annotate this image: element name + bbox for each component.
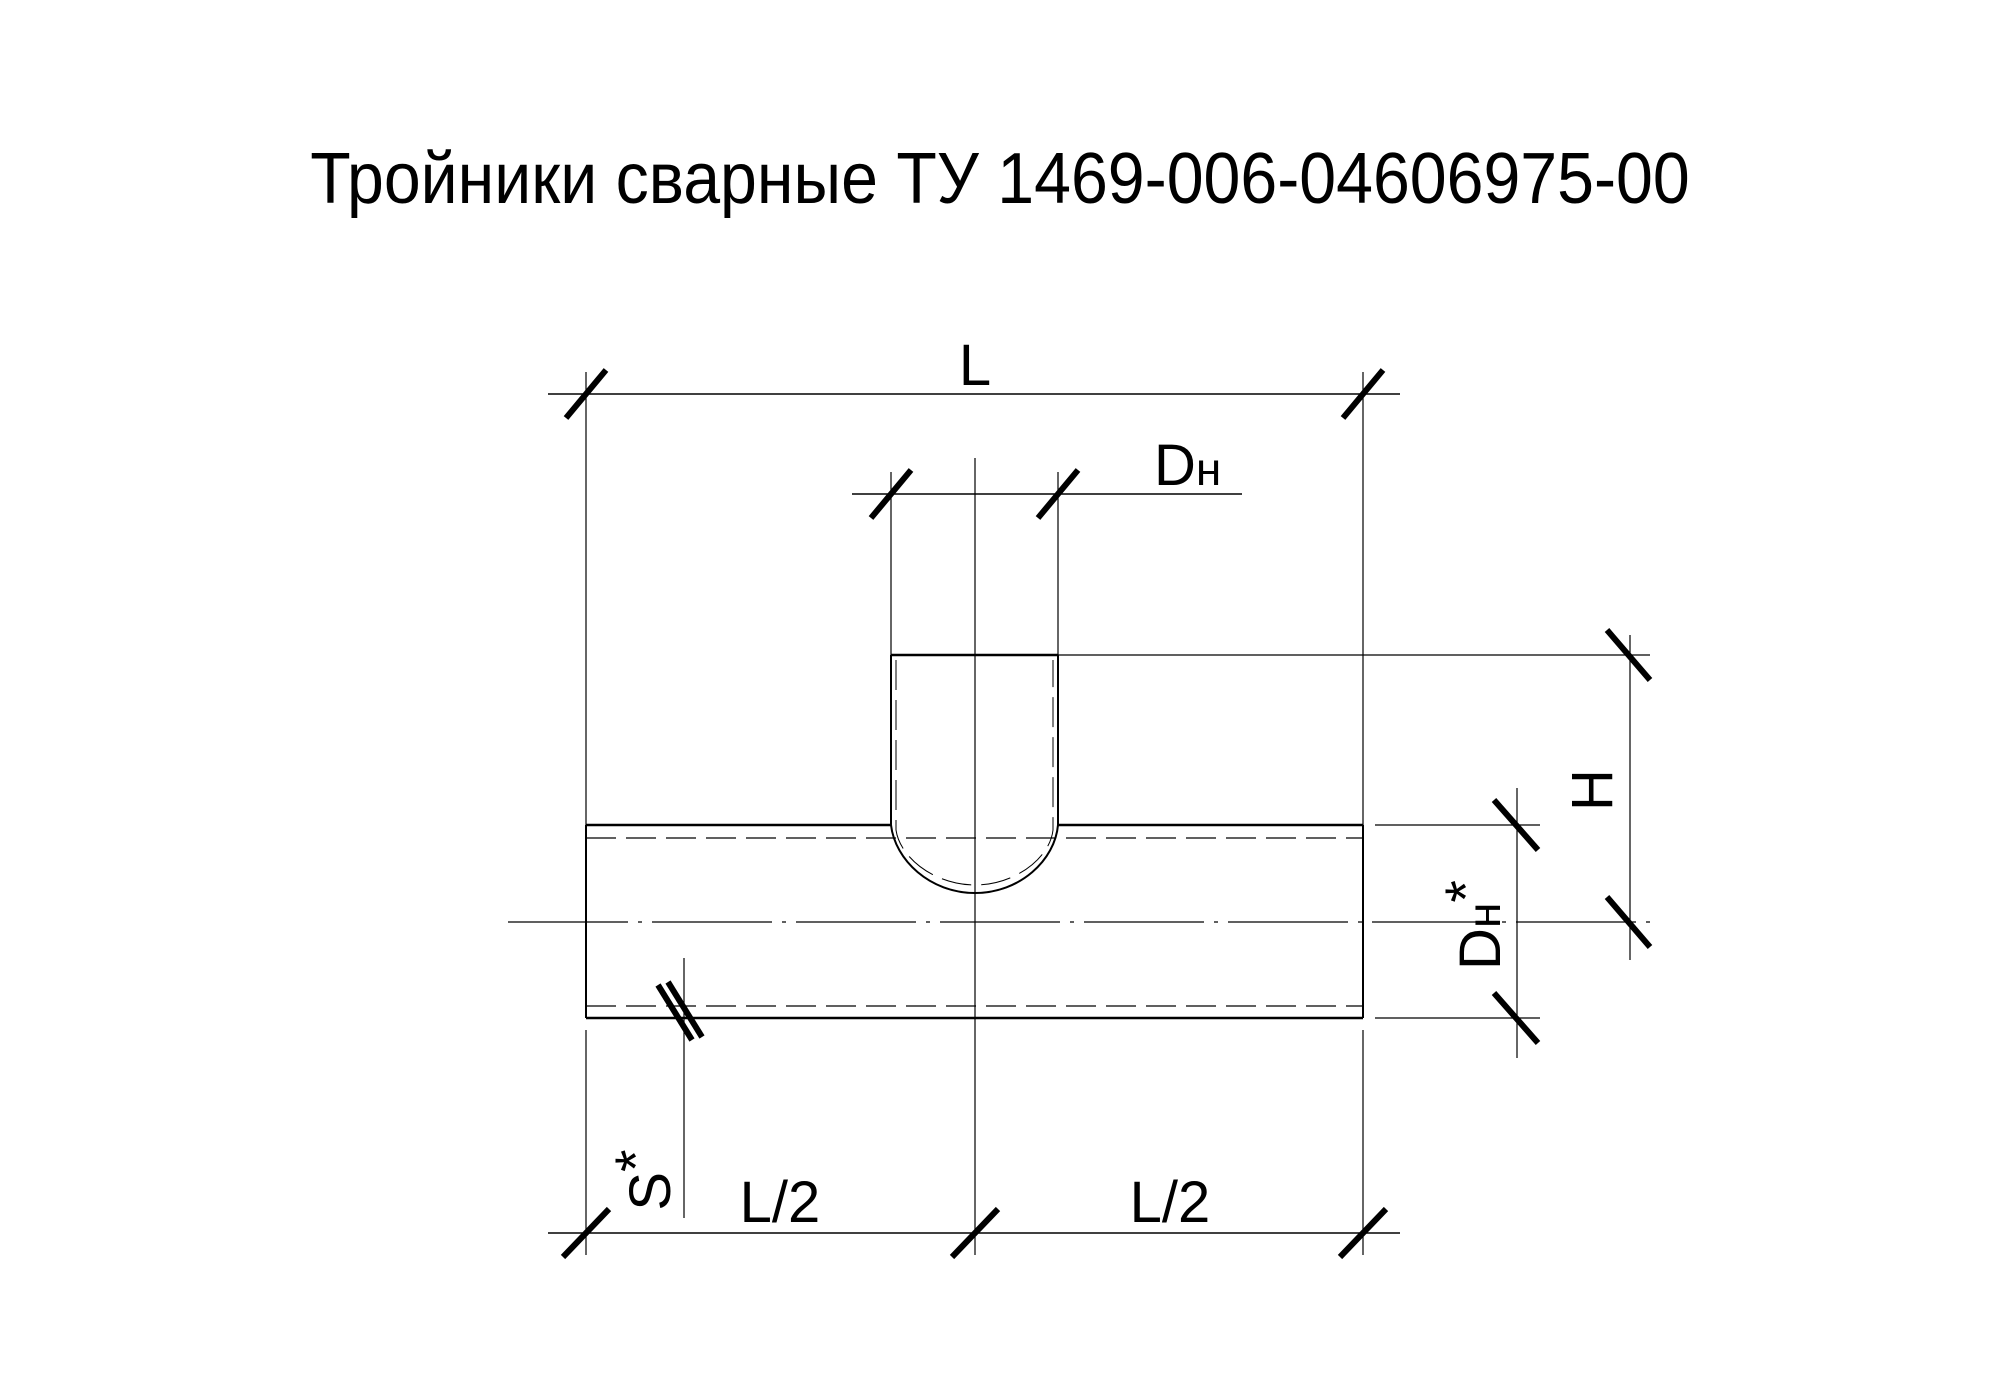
label-H: H	[1560, 769, 1625, 811]
label-L-half-right: L/2	[1130, 1170, 1211, 1235]
drawing-title: Тройники сварные ТУ 1469-006-04606975-00	[310, 139, 1690, 219]
label-L-half-left: L/2	[740, 1170, 821, 1235]
label-Dn-branch: Dн	[1154, 433, 1221, 498]
label-L: L	[959, 333, 991, 398]
label-Dn-run: Dн*	[1434, 880, 1513, 970]
branch-outline	[890, 655, 1059, 895]
label-S: S*	[604, 1149, 683, 1210]
